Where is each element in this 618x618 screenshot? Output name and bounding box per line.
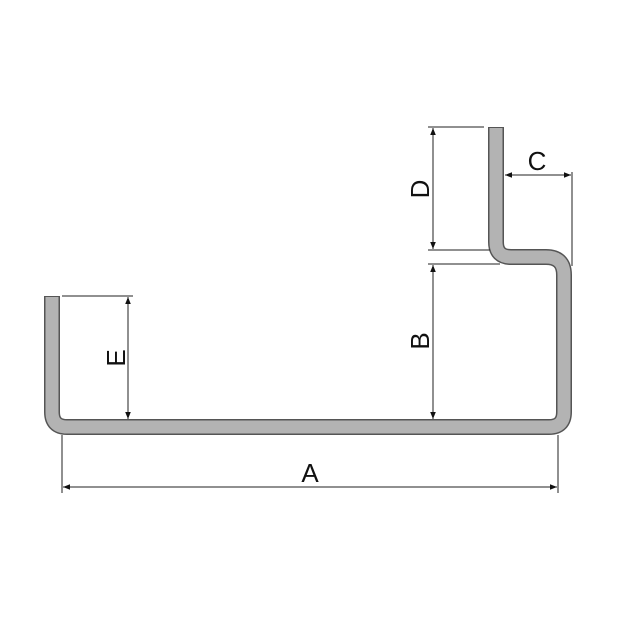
bent-profile [44, 127, 572, 435]
profile-fill [45, 128, 571, 434]
label-e: E [101, 349, 131, 366]
profile-outline [44, 127, 572, 435]
label-b: B [405, 332, 435, 349]
label-a: A [301, 458, 319, 488]
dimension-lines [61, 126, 573, 493]
label-d: D [405, 180, 435, 199]
label-c: C [528, 146, 547, 176]
